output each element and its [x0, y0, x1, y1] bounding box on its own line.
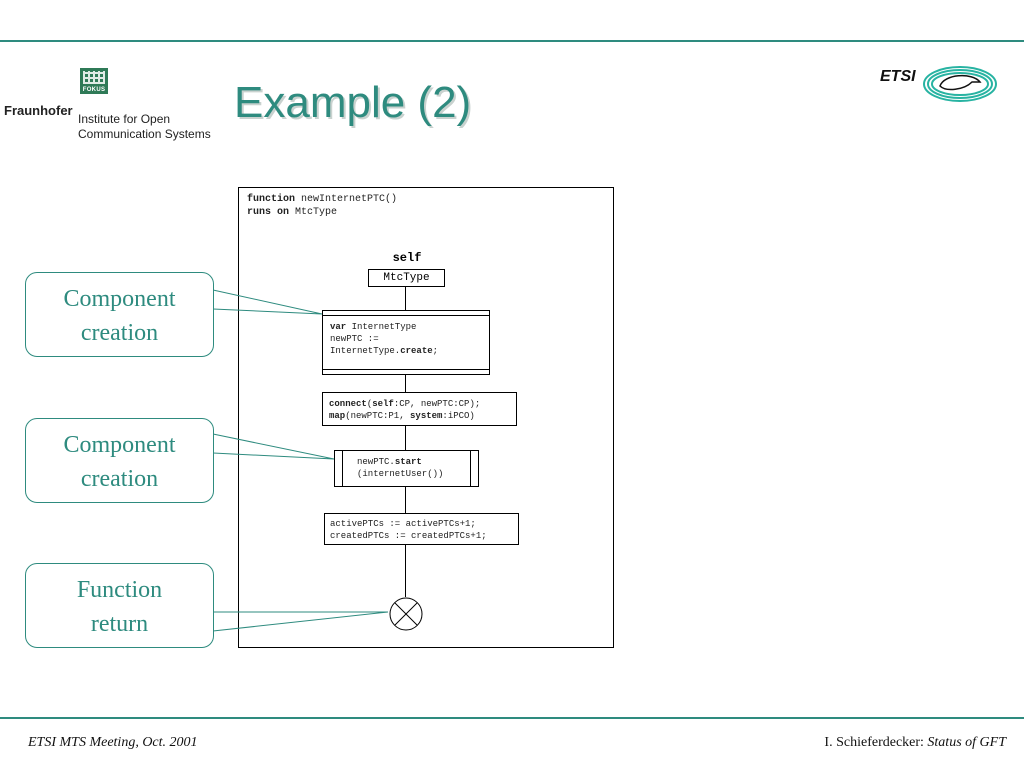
instance-type-box: MtcType	[368, 269, 445, 287]
kw-connect: connect	[329, 399, 367, 409]
etsi-logo: ETSI	[880, 64, 1000, 104]
function-name: newInternetPTC()	[295, 194, 398, 205]
kw-var: var	[330, 322, 347, 332]
kw-self: self	[372, 399, 394, 409]
kw-start: start	[394, 457, 422, 467]
footer-author: I. Schieferdecker:	[824, 735, 928, 750]
instance-label: self	[392, 251, 422, 265]
fokus-logo-icon: FOKUS	[80, 68, 108, 94]
institute-line-2: Communication Systems	[78, 127, 211, 141]
assign-line: newPTC :=	[330, 334, 379, 344]
callout-component-creation-1: Component creation	[25, 272, 214, 357]
institute-name: Institute for Open Communication Systems	[78, 112, 211, 142]
kw-map: map	[329, 411, 346, 421]
callout-line: creation	[80, 320, 159, 346]
footer-meeting: ETSI MTS Meeting, Oct. 2001	[28, 735, 198, 750]
create-prefix: InternetType.	[330, 346, 401, 356]
function-signature-line: function newInternetPTC()	[247, 193, 397, 206]
footer-author-topic: I. Schieferdecker: Status of GFT	[824, 735, 1006, 751]
lifeline-segment	[405, 426, 406, 450]
bottom-rule	[0, 717, 1024, 719]
runs-on-type: MtcType	[289, 207, 338, 218]
callout-line: Function	[76, 577, 163, 603]
slide-title: Example (2)	[234, 78, 472, 127]
callout-line: Component	[63, 432, 176, 458]
brand-name: Fraunhofer	[4, 103, 73, 118]
create-suffix: ;	[432, 346, 439, 356]
counter-line-1: activePTCs := activePTCs+1;	[330, 519, 476, 529]
counter-update-block: activePTCs := activePTCs+1; createdPTCs …	[324, 513, 519, 545]
callout-line: return	[90, 611, 149, 637]
runs-on-line: runs on MtcType	[247, 206, 337, 219]
etsi-logo-text: ETSI	[880, 68, 916, 85]
diagram-frame	[238, 187, 614, 648]
fokus-badge-text: FOKUS	[82, 87, 106, 93]
kw-create: create	[400, 346, 433, 356]
lifeline-segment	[405, 287, 406, 310]
etsi-arcs-icon	[923, 66, 997, 102]
callout-line: creation	[80, 466, 159, 492]
map-args: (newPTC:P1,	[345, 411, 411, 421]
connect-map-block: connect(self:CP, newPTC:CP); map(newPTC:…	[322, 392, 517, 426]
start-behaviour: (internetUser())	[357, 469, 444, 479]
map-port: :iPCO)	[442, 411, 475, 421]
start-action-block: newPTC.start (internetUser())	[334, 450, 479, 487]
lifeline-segment	[405, 487, 406, 513]
callout-component-creation-2: Component creation	[25, 418, 214, 503]
footer-topic: Status of GFT	[927, 735, 1006, 750]
kw-function: function	[247, 194, 296, 205]
var-type: InternetType	[346, 322, 417, 332]
counter-line-2: createdPTCs := createdPTCs+1;	[330, 531, 487, 541]
callout-line: Component	[63, 286, 176, 312]
connect-args: :CP, newPTC:CP);	[393, 399, 481, 409]
create-action-block: var InternetType newPTC := InternetType.…	[322, 310, 490, 375]
connect-open: (	[366, 399, 373, 409]
start-prefix: newPTC.	[357, 457, 395, 467]
callout-function-return: Function return	[25, 563, 214, 648]
kw-runs-on: runs on	[247, 207, 290, 218]
kw-system: system	[410, 411, 443, 421]
return-symbol-icon	[389, 597, 423, 631]
lifeline-segment	[405, 375, 406, 392]
lifeline-segment	[405, 545, 406, 597]
top-rule	[0, 40, 1024, 42]
institute-line-1: Institute for Open	[78, 112, 171, 126]
